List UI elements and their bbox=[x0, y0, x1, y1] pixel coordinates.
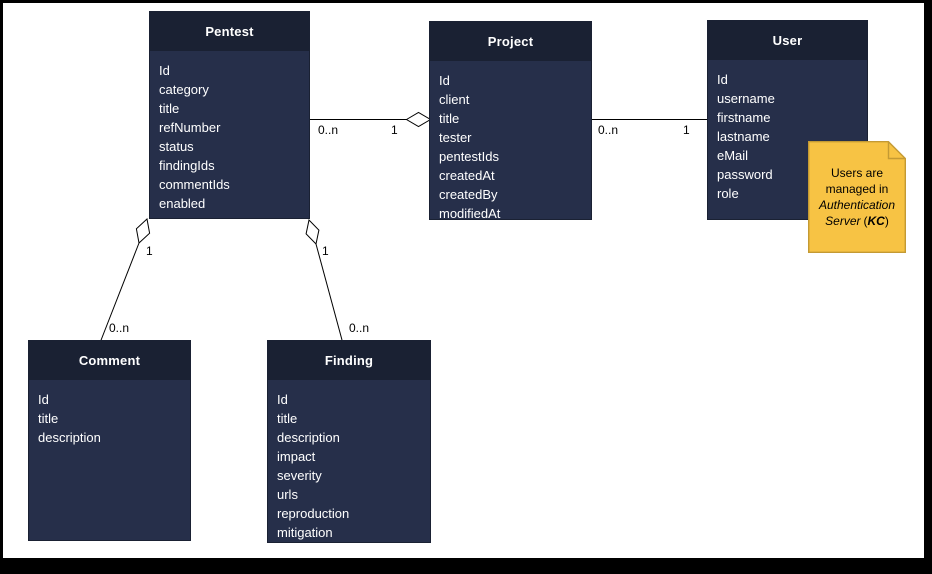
field-row: title bbox=[277, 411, 298, 426]
entity-comment[interactable]: Comment Id title description bbox=[29, 341, 190, 540]
entity-project-header: Project bbox=[430, 22, 591, 61]
entity-pentest[interactable]: Pentest Id category title refNumber stat… bbox=[150, 12, 309, 218]
field-row: Id bbox=[717, 72, 728, 87]
entity-finding[interactable]: Finding Id title description impact seve… bbox=[268, 341, 430, 542]
entity-title: Comment bbox=[78, 353, 141, 368]
field-row: createdBy bbox=[439, 187, 498, 202]
multiplicity-pentest-project-target: 1 bbox=[391, 123, 398, 137]
note-line: Users are bbox=[830, 166, 883, 180]
field-row: title bbox=[38, 411, 59, 426]
field-row: category bbox=[159, 82, 209, 97]
entity-project[interactable]: Project Id client title tester pentestId… bbox=[430, 22, 591, 221]
entity-comment-fields: Id title description bbox=[29, 380, 190, 447]
field-row: role bbox=[717, 186, 739, 201]
multiplicity-pentest-comment-source: 1 bbox=[146, 244, 153, 258]
field-row: eMail bbox=[717, 148, 749, 163]
sticky-note[interactable]: Users are managed in Authentication Serv… bbox=[808, 141, 906, 253]
field-row: createdAt bbox=[439, 168, 495, 183]
field-row: description bbox=[277, 430, 340, 445]
field-row: description bbox=[38, 430, 101, 445]
field-row: client bbox=[439, 92, 470, 107]
multiplicity-project-user-source: 0..n bbox=[598, 123, 619, 137]
field-row: impact bbox=[277, 449, 316, 464]
note-line: Authentication bbox=[818, 198, 896, 212]
field-row: lastname bbox=[717, 129, 770, 144]
entity-title: Pentest bbox=[205, 24, 254, 39]
entity-pentest-fields: Id category title refNumber status findi… bbox=[150, 51, 309, 213]
entity-finding-header: Finding bbox=[268, 341, 430, 380]
field-row: modifiedAt bbox=[439, 206, 501, 221]
multiplicity-pentest-comment-target: 0..n bbox=[109, 321, 130, 335]
sticky-note-text: Users are managed in Authentication Serv… bbox=[808, 141, 906, 253]
field-row: title bbox=[159, 101, 180, 116]
field-row: findingIds bbox=[159, 158, 215, 173]
field-row: mitigation bbox=[277, 525, 333, 540]
entity-project-fields: Id client title tester pentestIds create… bbox=[430, 61, 591, 223]
field-row: Id bbox=[439, 73, 450, 88]
field-row: severity bbox=[277, 468, 322, 483]
entity-finding-fields: Id title description impact severity url… bbox=[268, 380, 430, 542]
entity-title: Finding bbox=[324, 353, 374, 368]
multiplicity-pentest-finding-target: 0..n bbox=[349, 321, 370, 335]
note-line: managed in bbox=[825, 182, 889, 196]
note-line: Server(KC) bbox=[825, 214, 889, 228]
field-row: Id bbox=[38, 392, 49, 407]
field-row: title bbox=[439, 111, 460, 126]
entity-user-fields: Id username firstname lastname eMail pas… bbox=[708, 60, 867, 203]
multiplicity-pentest-project-source: 0..n bbox=[318, 123, 339, 137]
field-row: refNumber bbox=[159, 120, 221, 135]
entity-comment-header: Comment bbox=[29, 341, 190, 380]
field-row: reproduction bbox=[277, 506, 350, 521]
entity-title: User bbox=[772, 33, 803, 48]
field-row: tester bbox=[439, 130, 472, 145]
field-row: urls bbox=[277, 487, 298, 502]
field-row: password bbox=[717, 167, 773, 182]
field-row: status bbox=[159, 139, 194, 154]
entity-title: Project bbox=[487, 34, 534, 49]
field-row: Id bbox=[277, 392, 288, 407]
entity-pentest-header: Pentest bbox=[150, 12, 309, 51]
field-row: firstname bbox=[717, 110, 771, 125]
multiplicity-project-user-target: 1 bbox=[683, 123, 690, 137]
field-row: username bbox=[717, 91, 775, 106]
sticky-note-shape-icon bbox=[808, 141, 906, 253]
field-row: pentestIds bbox=[439, 149, 499, 164]
field-row: enabled bbox=[159, 196, 206, 211]
entity-user-header: User bbox=[708, 21, 867, 60]
field-row: commentIds bbox=[159, 177, 230, 192]
multiplicity-pentest-finding-source: 1 bbox=[322, 244, 329, 258]
field-row: Id bbox=[159, 63, 170, 78]
